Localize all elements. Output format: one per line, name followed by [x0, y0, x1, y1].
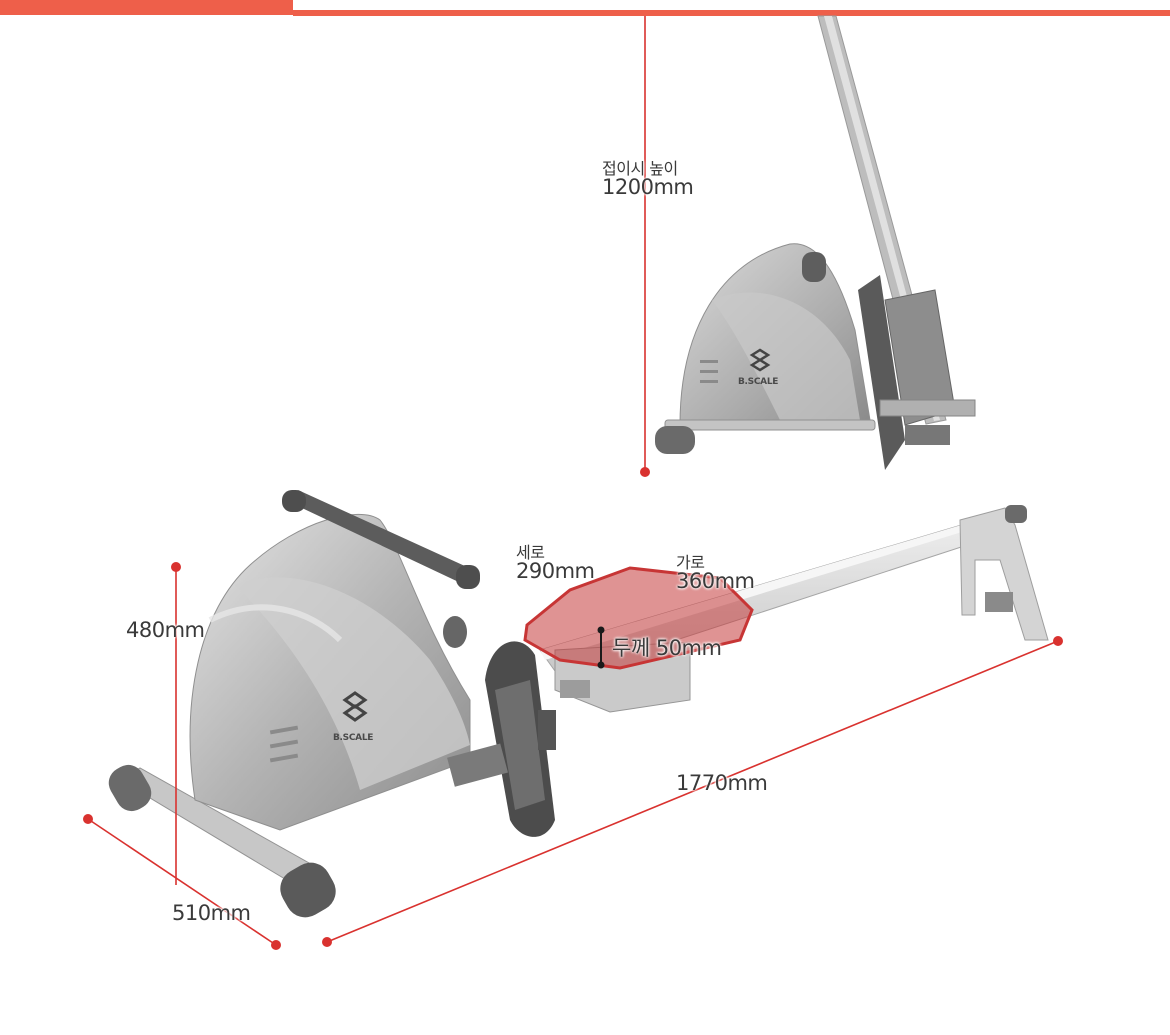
seat-thickness-caption: 두께	[612, 636, 650, 660]
seat-width-value: 360mm	[676, 569, 755, 593]
rowing-machine: B.SCALE	[108, 490, 1049, 918]
folded-rowing-machine: B.SCALE	[655, 15, 976, 470]
brand-logo: B.SCALE	[333, 691, 374, 743]
folded-height-label: 접이시 높이 1200mm	[602, 159, 694, 199]
brand-logo-small: B.SCALE	[738, 348, 779, 387]
seat-length-caption: 세로	[516, 543, 545, 562]
seat-thickness-marker	[597, 626, 605, 669]
svg-text:B.SCALE: B.SCALE	[333, 733, 373, 743]
folded-height-value: 1200mm	[602, 175, 694, 199]
length-value: 1770mm	[676, 771, 768, 795]
seat-width-caption: 가로	[676, 553, 705, 572]
height-value: 480mm	[126, 618, 205, 642]
folded-height-caption: 접이시 높이	[602, 159, 678, 178]
seat-width-label: 가로 360mm	[676, 555, 755, 592]
seat-length-label: 세로 290mm	[516, 545, 595, 582]
svg-text:B.SCALE: B.SCALE	[738, 377, 778, 387]
seat-length-value: 290mm	[516, 559, 595, 583]
dimension-lines	[83, 16, 1063, 950]
seat-thickness-label: 두께 50mm	[612, 636, 722, 660]
top-accent-bar	[0, 0, 1170, 16]
seat-thickness-value: 50mm	[655, 636, 722, 660]
width-value: 510mm	[172, 901, 251, 925]
